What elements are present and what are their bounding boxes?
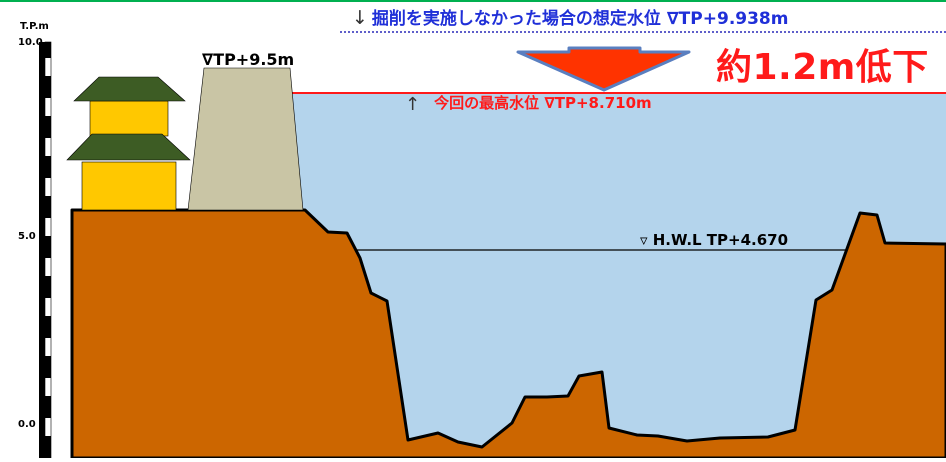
axis-tick-10: 10.0 (18, 37, 43, 48)
axis-tick-5: 5.0 (18, 231, 36, 242)
building-lower-roof (66, 133, 191, 161)
building-lower-wall (81, 161, 177, 211)
hypothetical-level-text: 掘削を実施しなかった場合の想定水位 ∇TP+9.938m (371, 9, 789, 29)
max-level-text: 今回の最高水位 ∇TP+8.710m (434, 94, 652, 112)
hwl-label: ▿ H.W.L TP+4.670 (640, 231, 789, 249)
building-icon (66, 76, 191, 211)
reduction-label: 約1.2m低下 (716, 47, 929, 88)
reduction-arrow-icon (516, 46, 691, 92)
staff-gauge (39, 41, 52, 459)
hypothetical-level-label: ↓掘削を実施しなかった場合の想定水位 ∇TP+9.938m (352, 9, 788, 28)
up-arrow-icon: ↑ (405, 94, 421, 115)
down-arrow-icon: ↓ (352, 7, 368, 29)
axis-tick-0: 0.0 (18, 419, 36, 430)
dike-top-label: ∇TP+9.5m (202, 50, 295, 69)
axis-title: T.P.m (20, 21, 49, 32)
max-level-label: ↑ 今回の最高水位 ∇TP+8.710m (405, 96, 652, 114)
building-upper-roof (73, 76, 186, 102)
ground-profile (70, 208, 946, 460)
building-upper-wall (89, 100, 169, 137)
dike-shape (187, 67, 304, 211)
